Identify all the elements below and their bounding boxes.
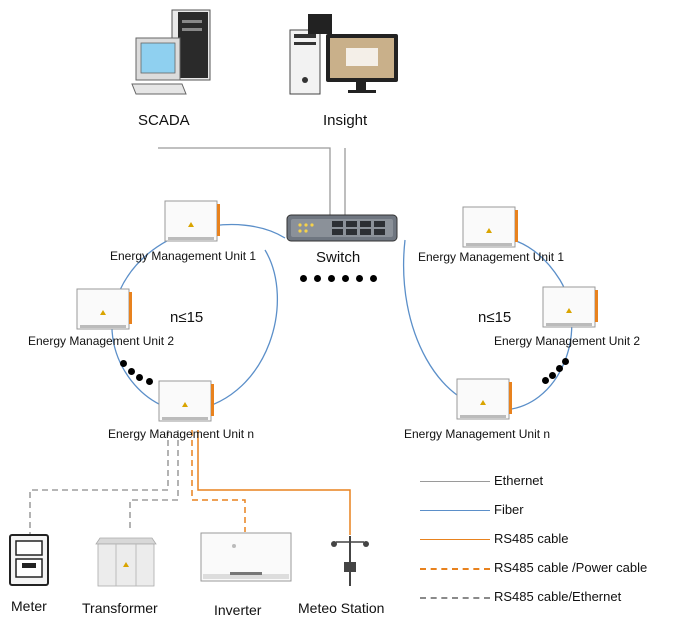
inverter-dashed-line [191,430,246,532]
inverter-label: Inverter [214,602,262,618]
legend-item: Fiber [420,500,678,520]
transformer-dashed-line [129,430,179,530]
meter-label: Meter [11,598,47,614]
left-emu2-label: Energy Management Unit 2 [28,334,175,348]
switch-label: Switch [316,249,361,266]
legend-label: Fiber [494,502,524,517]
right-emu2-label: Energy Management Unit 2 [494,334,641,348]
left-emu2-icon [76,288,132,330]
left-emun-label: Energy Management Unit n [108,427,255,441]
meteo-station-label: Meteo Station [298,600,385,616]
insight-computer-icon [289,14,398,95]
legend-swatch [420,597,490,599]
right-emu2-icon [542,286,598,328]
right-ring-dots [540,358,580,388]
legend-item: Ethernet [420,471,678,491]
legend-label: Ethernet [494,473,544,488]
left-emun-icon [158,380,214,422]
legend-item: RS485 cable /Power cable [420,558,678,578]
left-ring-dots [120,360,160,390]
meteo-rs485-line [197,430,351,535]
left-emu1-icon [164,200,220,242]
legend-swatch [420,510,490,511]
meter-icon [9,534,49,586]
legend-label: RS485 cable/Ethernet [494,589,622,604]
inverter-icon [200,532,292,582]
legend-item: RS485 cable [420,529,678,549]
insight-label: Insight [323,112,368,129]
meter-dashed-line [29,430,169,535]
right-emun-label: Energy Management Unit n [404,427,551,441]
legend-swatch [420,539,490,540]
left-ring-count: n≤15 [170,309,204,326]
scada-label: SCADA [138,112,190,129]
legend-swatch [420,568,490,570]
legend-item: RS485 cable/Ethernet [420,587,678,607]
legend-label: RS485 cable [494,531,569,546]
switch-icon [286,214,398,242]
meteo-station-icon [331,536,369,586]
switch-more-dots [300,275,380,285]
left-emu1-label: Energy Management Unit 1 [110,249,257,263]
transformer-icon [95,537,157,587]
transformer-label: Transformer [82,600,158,616]
right-emun-icon [456,378,512,420]
scada-computer-icon [131,9,211,95]
legend-label: RS485 cable /Power cable [494,560,648,575]
legend-swatch [420,481,490,482]
right-emu1-icon [462,206,518,248]
right-ring-count: n≤15 [478,309,512,326]
right-fiber-ring [403,235,573,411]
right-emu1-label: Energy Management Unit 1 [418,250,565,264]
scada-ethernet-line [158,147,331,218]
